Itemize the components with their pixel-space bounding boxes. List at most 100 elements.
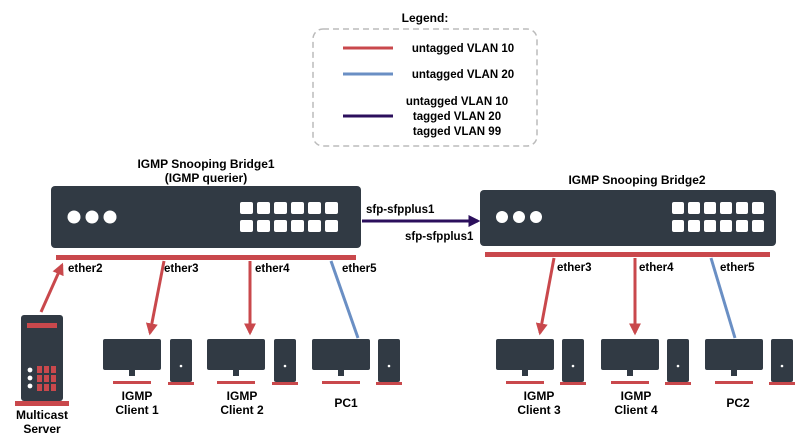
client4-monitor-icon xyxy=(601,339,659,370)
bridge2-led-icon xyxy=(496,211,542,223)
pc2-label: PC2 xyxy=(726,396,750,410)
pc1-tower-icon xyxy=(378,339,400,382)
client3-label-line1: IGMP xyxy=(524,389,555,403)
pc1-monitor-icon xyxy=(312,339,370,370)
client2-monitor-icon xyxy=(207,339,265,370)
client1-monitor-stand xyxy=(129,370,135,376)
bridge1-port-ether4: ether4 xyxy=(255,263,290,275)
bridge1-port-grid-icon xyxy=(240,202,338,232)
bridge2-port-7 xyxy=(672,220,684,232)
bridge1-port-ether5: ether5 xyxy=(342,263,377,275)
server-top-slot xyxy=(27,323,57,328)
bridge2-port-11 xyxy=(736,220,748,232)
client3-workstation xyxy=(496,339,586,385)
legend-label-trunk-line2: tagged VLAN 20 xyxy=(413,111,501,123)
bridge2-port-2 xyxy=(688,202,700,214)
server-status-lights-icon xyxy=(27,367,33,389)
pc1-tower-base xyxy=(376,382,402,385)
server-label-line2: Server xyxy=(23,422,61,436)
client1-tower-icon xyxy=(170,339,192,382)
pc1-power-led-icon xyxy=(387,364,391,368)
client1-power-led-icon xyxy=(179,364,183,368)
pc2-monitor-stand xyxy=(731,370,737,376)
client4-label-line2: Client 4 xyxy=(614,403,658,417)
links xyxy=(39,257,737,339)
bridge1-port-5 xyxy=(308,202,321,214)
bridge1-led-icon xyxy=(67,210,117,224)
bridge1-port-11 xyxy=(308,220,321,232)
client3-power-led-icon xyxy=(571,364,575,368)
legend: Legend: untagged VLAN 10 untagged VLAN 2… xyxy=(312,11,538,147)
bridge1-port-bar xyxy=(56,255,356,260)
client2-tower-icon xyxy=(274,339,296,382)
bridge1-port-ether3: ether3 xyxy=(164,263,199,275)
bridge2-port-10 xyxy=(720,220,732,232)
bridge2-port-bar xyxy=(485,252,770,257)
link-server-ether2 xyxy=(39,262,64,313)
server-drive-bays-icon xyxy=(37,366,56,391)
pc2-workstation xyxy=(705,339,795,385)
bridge1-port-10 xyxy=(291,220,304,232)
client2-tower-base xyxy=(272,382,298,385)
link-b1-ether3-client1 xyxy=(145,260,166,336)
bridge2-port-5 xyxy=(736,202,748,214)
bridge1-port-4 xyxy=(291,202,304,214)
bridge2-chassis xyxy=(480,190,776,246)
bridge1-title: IGMP Snooping Bridge1 xyxy=(137,157,274,171)
bridge1-port-2 xyxy=(257,202,270,214)
link-b2-ether5-pc2 xyxy=(709,257,737,339)
bridge2-port-6 xyxy=(752,202,764,214)
bridge1-subtitle: (IGMP querier) xyxy=(165,171,247,185)
uplink-label-bridge1: sfp-sfpplus1 xyxy=(366,204,435,216)
client1-label-line2: Client 1 xyxy=(115,403,159,417)
link-b2-ether3-client3 xyxy=(535,257,556,336)
client3-label-line2: Client 3 xyxy=(517,403,561,417)
bridge2-port-4 xyxy=(720,202,732,214)
legend-box xyxy=(312,28,538,147)
bridge1-port-7 xyxy=(240,220,253,232)
client2-power-led-icon xyxy=(283,364,287,368)
bridge2-title: IGMP Snooping Bridge2 xyxy=(568,173,705,187)
pc2-monitor-base xyxy=(715,381,753,384)
client1-label-line1: IGMP xyxy=(122,389,153,403)
client2-label-line1: IGMP xyxy=(227,389,258,403)
pc1-monitor-base xyxy=(322,381,360,384)
workstations xyxy=(103,339,795,385)
client3-monitor-base xyxy=(506,381,544,384)
client3-tower-base xyxy=(560,382,586,385)
server-label-line1: Multicast xyxy=(16,408,68,422)
client3-monitor-stand xyxy=(522,370,528,376)
legend-title: Legend: xyxy=(402,11,449,25)
link-b1-ether5-pc1 xyxy=(329,260,360,339)
bridge2-port-ether3: ether3 xyxy=(557,262,592,274)
client4-monitor-stand xyxy=(627,370,633,376)
device-labels: IGMP Client 1 IGMP Client 2 PC1 IGMP Cli… xyxy=(115,389,750,417)
pc2-power-led-icon xyxy=(780,364,784,368)
client2-label-line2: Client 2 xyxy=(220,403,264,417)
client2-workstation xyxy=(207,339,298,385)
client3-monitor-icon xyxy=(496,339,554,370)
bridge1-port-1 xyxy=(240,202,253,214)
bridge2-port-ether4: ether4 xyxy=(639,262,674,274)
server-base xyxy=(15,401,69,406)
client4-monitor-base xyxy=(611,381,649,384)
bridge2-port-3 xyxy=(704,202,716,214)
bridge2-port-12 xyxy=(752,220,764,232)
client4-workstation xyxy=(601,339,691,385)
pc1-monitor-stand xyxy=(338,370,344,376)
multicast-server: Multicast Server xyxy=(15,315,69,436)
legend-label-trunk-line1: untagged VLAN 10 xyxy=(406,96,508,108)
client4-tower-icon xyxy=(667,339,689,382)
pc1-workstation xyxy=(312,339,402,385)
legend-label-vlan10: untagged VLAN 10 xyxy=(412,43,514,55)
bridge2-port-grid-icon xyxy=(672,202,764,232)
client3-tower-icon xyxy=(562,339,584,382)
client2-monitor-stand xyxy=(233,370,239,376)
client4-power-led-icon xyxy=(676,364,680,368)
pc2-monitor-icon xyxy=(705,339,763,370)
uplink-label-bridge2: sfp-sfpplus1 xyxy=(405,231,474,243)
bridge2: IGMP Snooping Bridge2 ether3 ether4 ethe… xyxy=(480,173,776,274)
client4-label-line1: IGMP xyxy=(621,389,652,403)
bridge1-port-3 xyxy=(274,202,287,214)
